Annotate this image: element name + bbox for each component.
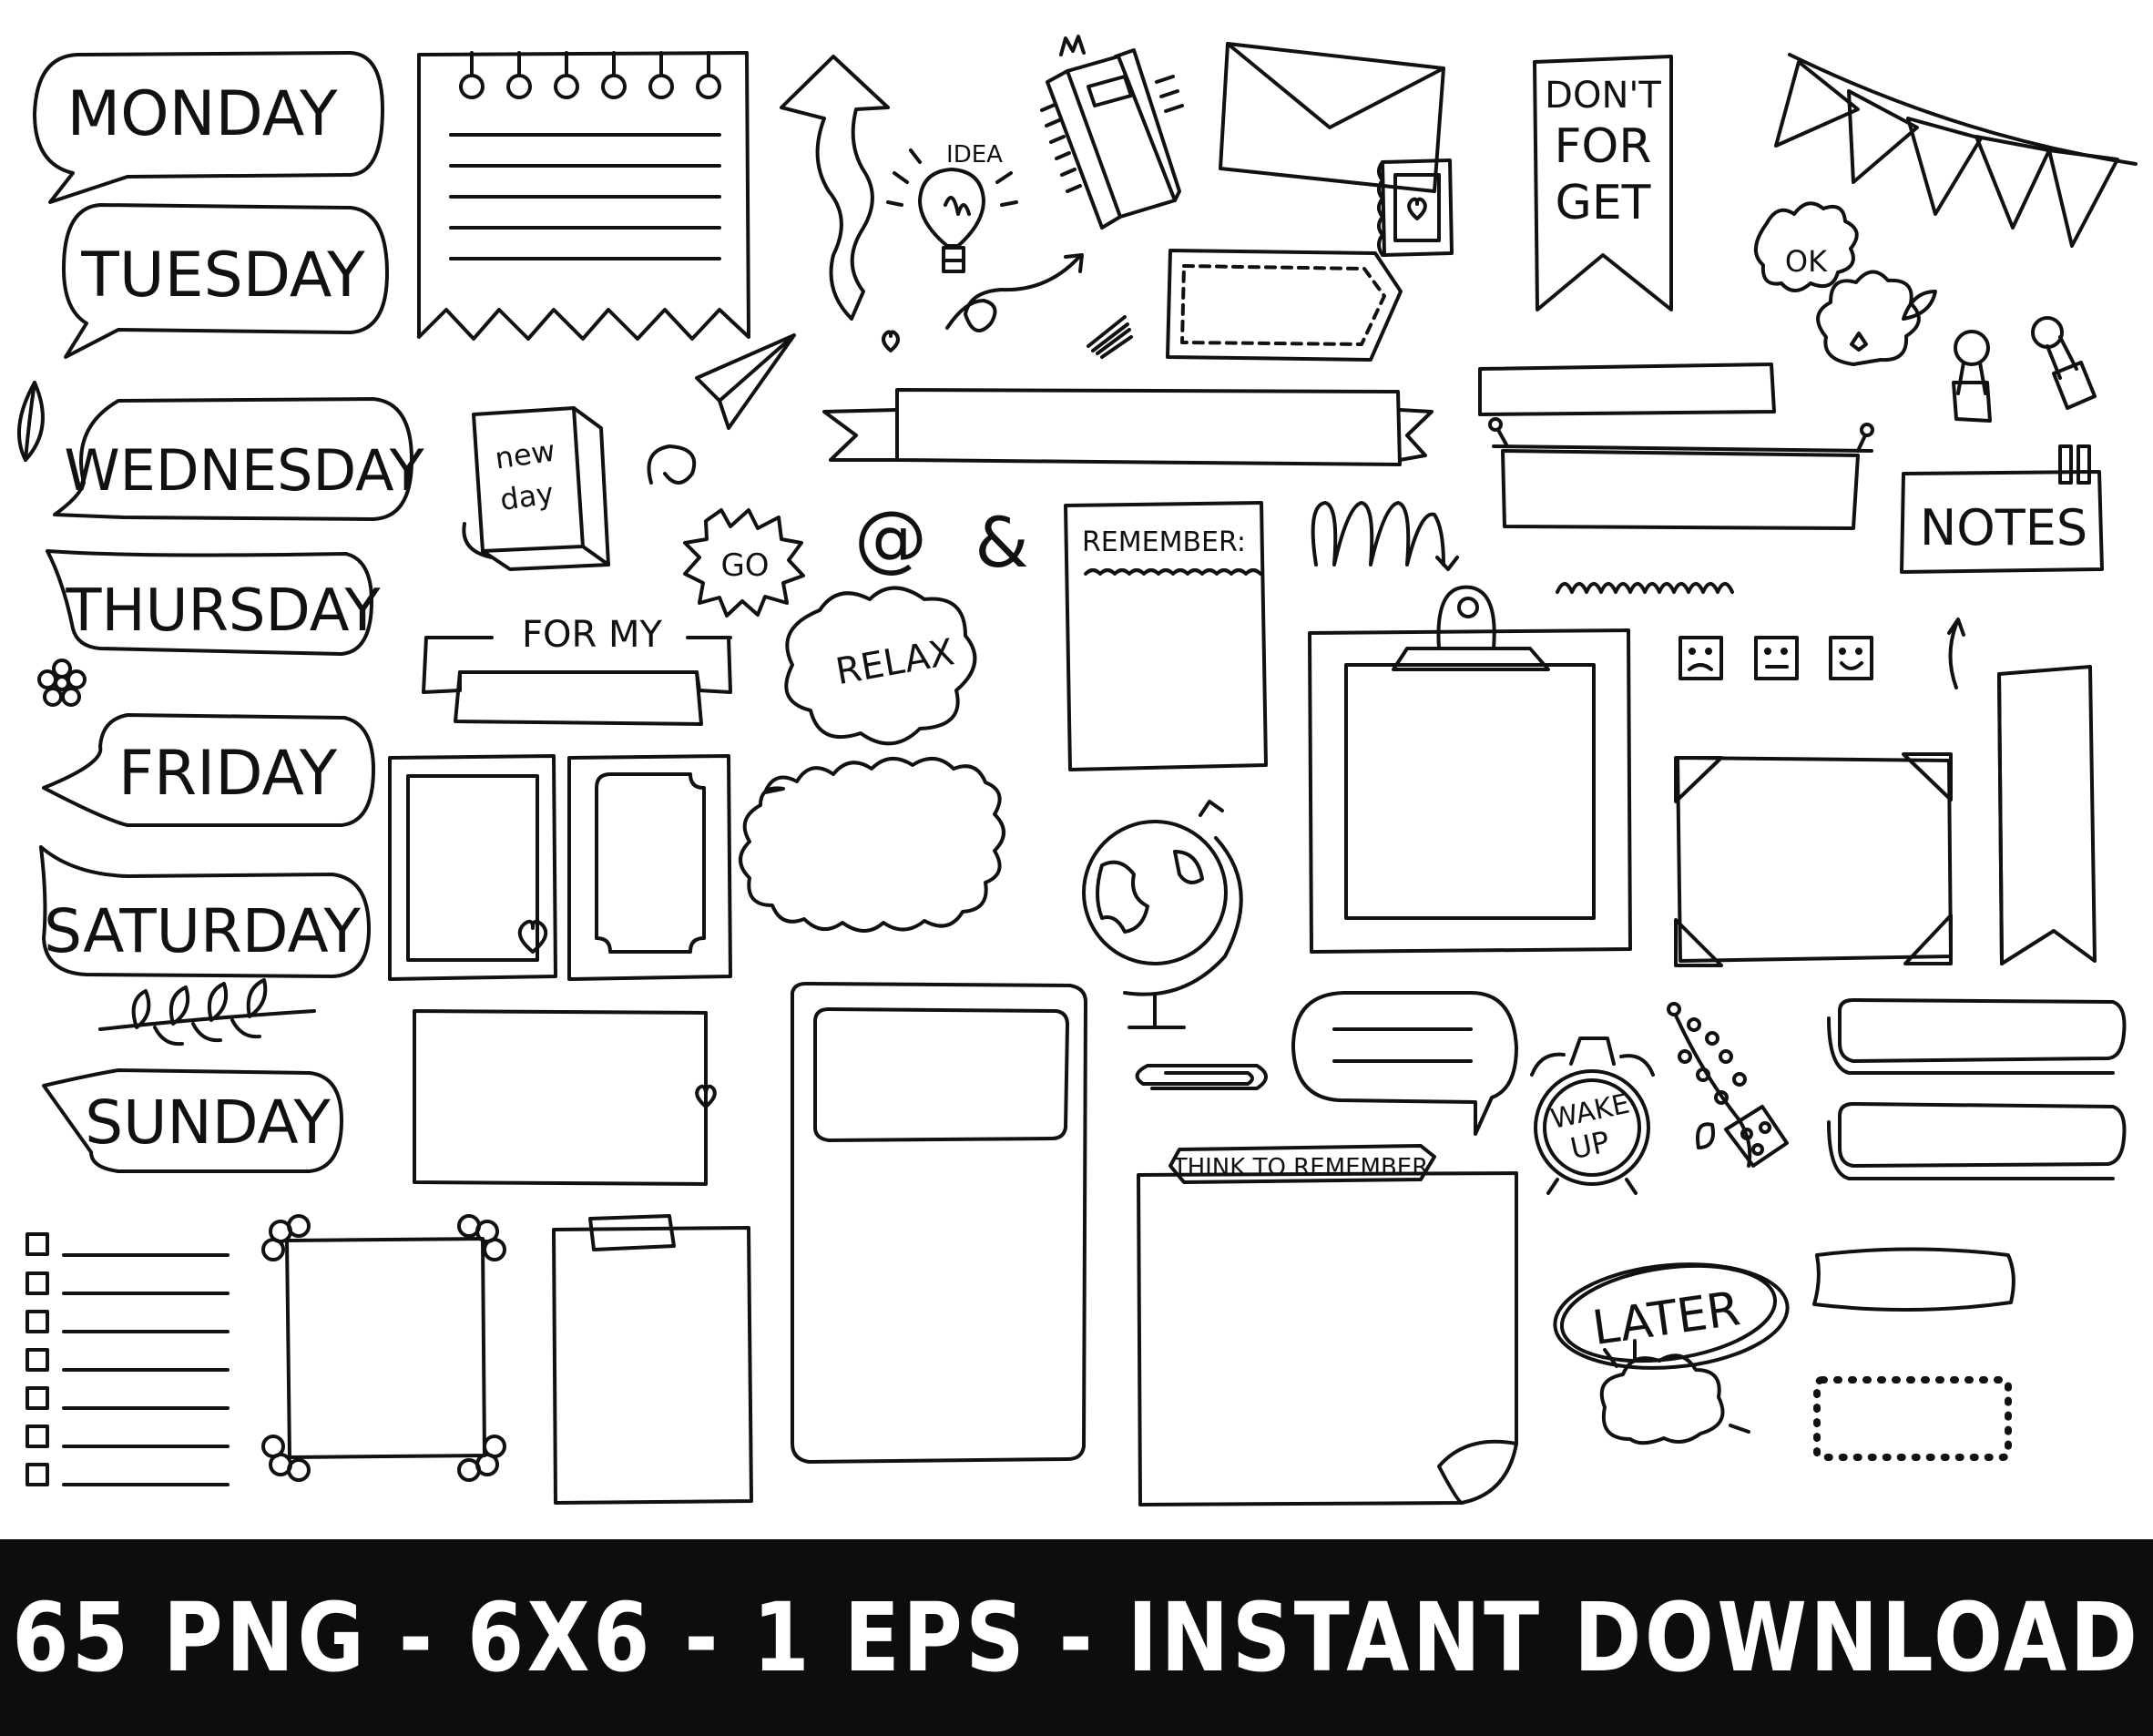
svg-text:RELAX: RELAX bbox=[832, 631, 957, 693]
svg-text:DON'T: DON'T bbox=[1545, 75, 1661, 117]
remember-card: REMEMBER: bbox=[1064, 501, 1268, 771]
scalloped-frame bbox=[739, 757, 1005, 933]
heart-note-frame bbox=[413, 1009, 717, 1186]
day-label-monday: MONDAY bbox=[33, 51, 384, 204]
day-label-tuesday: TUESDAY bbox=[62, 203, 389, 359]
svg-text:TUESDAY: TUESDAY bbox=[80, 240, 365, 311]
photo-frame-heart bbox=[388, 754, 557, 981]
svg-text:UP: UP bbox=[1567, 1124, 1613, 1166]
wavy-down-arrow-doodle bbox=[1311, 501, 1459, 571]
leaf-doodle bbox=[16, 381, 45, 462]
small-flower-doodle bbox=[37, 659, 87, 707]
small-cloud-doodle bbox=[1599, 1339, 1750, 1445]
download-info-banner: 65 PNG - 6X6 - 1 EPS - INSTANT DOWNLOAD bbox=[0, 1539, 2153, 1736]
day-label-saturday: SATURDAY bbox=[39, 845, 371, 978]
dont-forget-ribbon: DON'T FOR GET bbox=[1533, 55, 1673, 311]
squiggle-line-doodle bbox=[1556, 582, 1734, 594]
ok-badge-doodle: OK bbox=[1754, 201, 1859, 292]
svg-text:REMEMBER:: REMEMBER: bbox=[1082, 526, 1246, 558]
ribbon-banner bbox=[822, 388, 1434, 466]
notes-sign: NOTES bbox=[1900, 444, 2104, 574]
scribble-doodle bbox=[1087, 315, 1133, 359]
alarm-clock-icon: WAKE UP bbox=[1530, 1036, 1655, 1195]
svg-text:SATURDAY: SATURDAY bbox=[44, 896, 361, 966]
svg-text:NOTES: NOTES bbox=[1920, 499, 2087, 557]
relax-cloud: RELAX bbox=[784, 586, 977, 746]
doodle-canvas: MONDAY TUESDAY WEDNESDAY THURSDAY FRIDAY… bbox=[16, 35, 2138, 1506]
planner-notebook-icon bbox=[1040, 35, 1184, 230]
paper-plane-icon bbox=[647, 333, 796, 485]
checklist-doodle bbox=[26, 1232, 230, 1486]
svg-text:GET: GET bbox=[1556, 176, 1651, 230]
svg-text:FOR: FOR bbox=[1555, 119, 1652, 174]
svg-text:MONDAY: MONDAY bbox=[66, 78, 337, 150]
globe-icon bbox=[1082, 800, 1243, 1029]
loop-arrow-doodle bbox=[945, 253, 1084, 332]
bunting-flags bbox=[1774, 53, 2138, 248]
heart-doodle bbox=[882, 330, 900, 352]
leaf-branch-doodle bbox=[98, 978, 316, 1047]
tall-card-frame bbox=[791, 982, 1087, 1464]
svg-text:IDEA: IDEA bbox=[946, 141, 1003, 168]
svg-text:THURSDAY: THURSDAY bbox=[65, 577, 381, 645]
clipboard-icon bbox=[1308, 585, 1632, 954]
paper-clip-icon bbox=[1135, 1064, 1268, 1090]
svg-text:FRIDAY: FRIDAY bbox=[118, 738, 338, 810]
stacked-tape-bars bbox=[1827, 998, 2127, 1180]
go-burst-badge: GO bbox=[683, 508, 805, 618]
banner-text: 65 PNG - 6X6 - 1 EPS - INSTANT DOWNLOAD bbox=[12, 1582, 2141, 1693]
ampersand-symbol: & bbox=[974, 502, 1028, 583]
think-to-remember-note: THINK TO REMEMBER bbox=[1137, 1144, 1518, 1506]
pinned-banner bbox=[1488, 417, 1874, 530]
day-label-sunday: SUNDAY bbox=[42, 1068, 343, 1173]
svg-text:FOR MY: FOR MY bbox=[522, 614, 663, 656]
new-day-calendar-icon: new day bbox=[462, 406, 610, 571]
torn-tape-strip bbox=[1812, 1247, 2015, 1312]
svg-text:THINK TO REMEMBER: THINK TO REMEMBER bbox=[1172, 1154, 1429, 1181]
binder-clip-icon bbox=[1952, 316, 2097, 423]
sticky-note bbox=[552, 1214, 753, 1505]
happy-face-icon bbox=[1829, 636, 1873, 680]
tape-strip bbox=[1478, 363, 1776, 416]
speech-bubble bbox=[1291, 991, 1518, 1136]
day-label-thursday: THURSDAY bbox=[46, 549, 382, 656]
svg-text:OK: OK bbox=[1785, 244, 1828, 279]
flower-corner-frame bbox=[261, 1214, 506, 1482]
sad-face-icon bbox=[1679, 636, 1723, 680]
ornate-frame bbox=[567, 754, 732, 981]
svg-text:WEDNESDAY: WEDNESDAY bbox=[64, 437, 423, 504]
svg-text:LATER: LATER bbox=[1589, 1282, 1743, 1356]
day-label-wednesday: WEDNESDAY bbox=[53, 397, 424, 521]
dashed-tag bbox=[1166, 249, 1403, 362]
svg-text:GO: GO bbox=[720, 547, 769, 584]
for-my-label: FOR MY bbox=[422, 614, 732, 726]
curved-arrow-doodle bbox=[1947, 618, 1965, 689]
tall-bookmark-strip bbox=[1997, 665, 2097, 965]
day-label-friday: FRIDAY bbox=[42, 713, 375, 827]
photo-corner-frame bbox=[1674, 752, 1953, 967]
heart-stamp-icon bbox=[1377, 158, 1454, 257]
svg-text:new: new bbox=[493, 434, 557, 476]
flower-icon bbox=[1816, 270, 1937, 366]
svg-text:day: day bbox=[498, 475, 556, 517]
at-symbol: @ bbox=[854, 495, 927, 580]
lightbulb-idea-icon: IDEA bbox=[886, 141, 1018, 273]
berry-branch-doodle bbox=[1667, 1002, 1789, 1168]
neutral-face-icon bbox=[1754, 636, 1799, 680]
envelope-icon bbox=[1219, 42, 1445, 193]
wavy-up-arrow-doodle bbox=[780, 55, 890, 321]
ringed-notepad bbox=[417, 51, 750, 341]
svg-text:SUNDAY: SUNDAY bbox=[85, 1088, 331, 1158]
dotted-frame bbox=[1813, 1376, 2012, 1461]
later-oval-badge: LATER bbox=[1553, 1262, 1790, 1370]
